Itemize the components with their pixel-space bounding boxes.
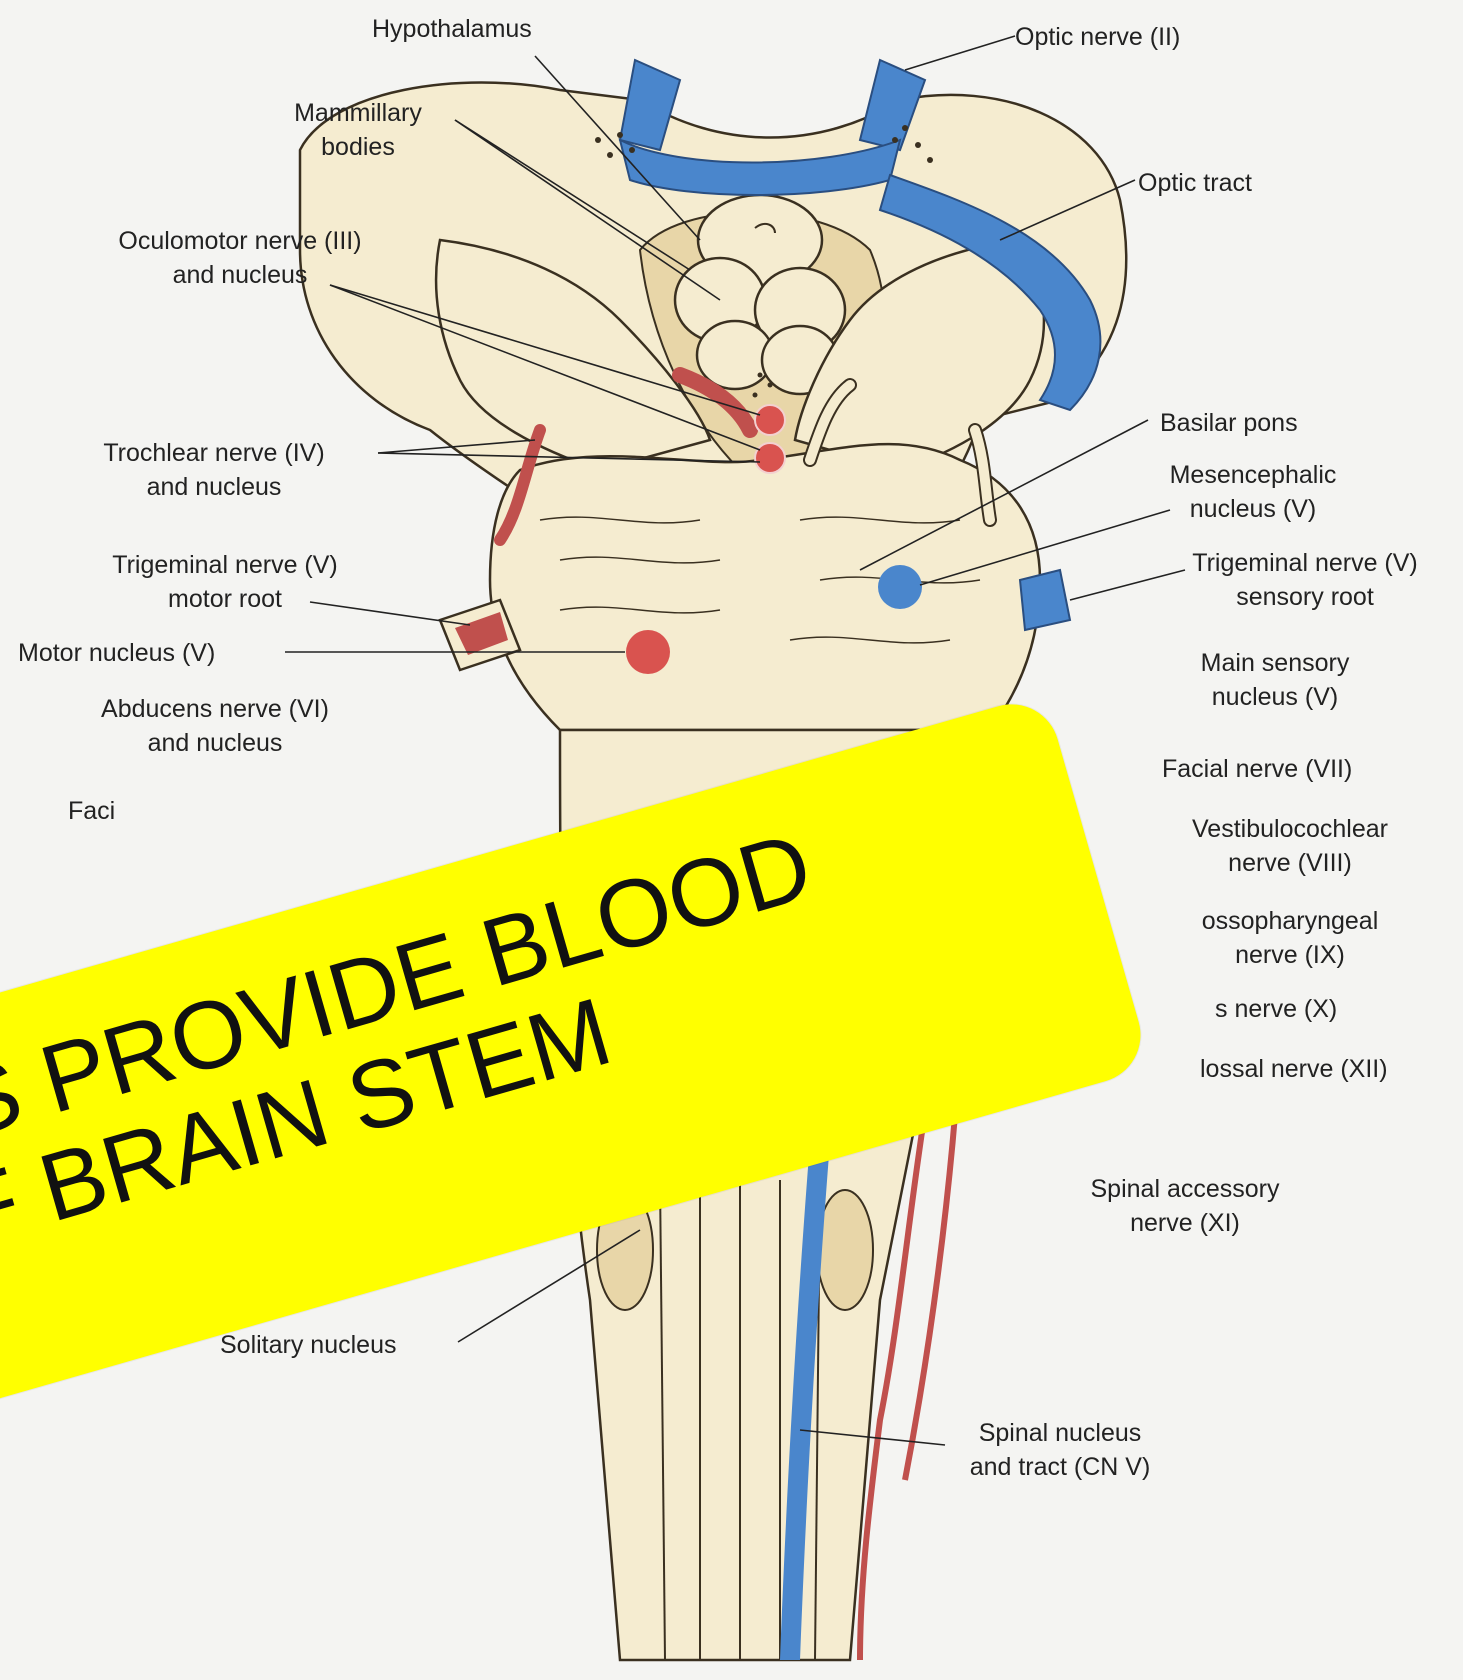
oculomotor-nucleus [755, 405, 785, 435]
label-solitary-nucleus: Solitary nucleus [220, 1328, 396, 1362]
label-optic-nerve: Optic nerve (II) [1015, 20, 1180, 54]
label-facial-left-partial: Faci [68, 794, 115, 828]
label-vagus-partial: s nerve (X) [1215, 992, 1337, 1026]
label-trigeminal-motor: Trigeminal nerve (V)motor root [65, 548, 385, 616]
trochlear-nucleus [755, 443, 785, 473]
motor-nucleus-v [626, 630, 670, 674]
label-trochlear: Trochlear nerve (IV)and nucleus [54, 436, 374, 504]
label-abducens: Abducens nerve (VI)and nucleus [65, 692, 365, 760]
label-oculomotor: Oculomotor nerve (III)and nucleus [70, 224, 410, 292]
basilar-pons [490, 444, 1040, 730]
label-hypothalamus: Hypothalamus [372, 12, 532, 46]
right-olive [817, 1190, 873, 1310]
label-facial-nerve: Facial nerve (VII) [1162, 752, 1352, 786]
label-hypoglossal-partial: lossal nerve (XII) [1200, 1052, 1388, 1086]
mesencephalic-nucleus-v [878, 565, 922, 609]
trigeminal-sensory-root [1020, 570, 1070, 630]
label-optic-tract: Optic tract [1138, 166, 1252, 200]
label-trigeminal-sensory: Trigeminal nerve (V)sensory root [1150, 546, 1460, 614]
label-basilar-pons: Basilar pons [1160, 406, 1298, 440]
label-motor-nucleus: Motor nucleus (V) [18, 636, 215, 670]
left-olive [597, 1190, 653, 1310]
